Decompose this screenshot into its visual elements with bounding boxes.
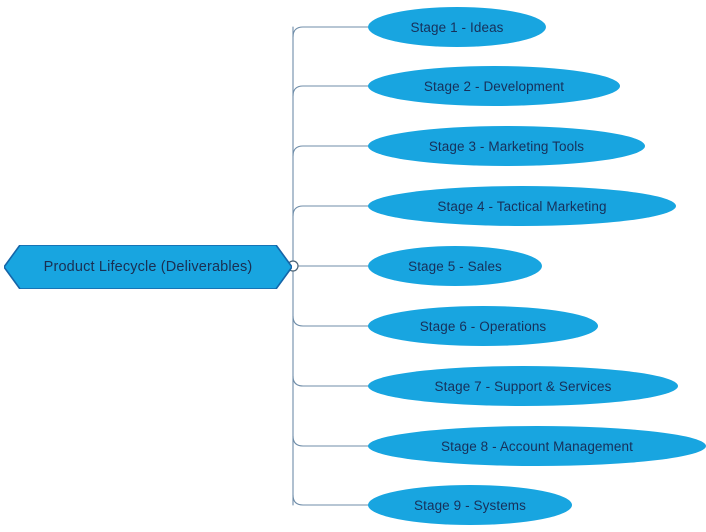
hexagon-shape bbox=[4, 245, 292, 289]
stage-node-9[interactable]: Stage 9 - Systems bbox=[368, 485, 572, 525]
stage-node-2[interactable]: Stage 2 - Development bbox=[368, 66, 620, 106]
stage-node-label: Stage 2 - Development bbox=[423, 78, 565, 94]
stage-node-label: Stage 7 - Support & Services bbox=[434, 378, 612, 394]
stage-node-label: Stage 3 - Marketing Tools bbox=[428, 138, 585, 154]
stage-node-5[interactable]: Stage 5 - Sales bbox=[368, 246, 542, 286]
stage-node-label: Stage 8 - Account Management bbox=[441, 438, 633, 454]
stage-node-label: Stage 5 - Sales bbox=[408, 258, 502, 274]
stage-node-1[interactable]: Stage 1 - Ideas bbox=[368, 7, 546, 47]
stage-node-7[interactable]: Stage 7 - Support & Services bbox=[368, 366, 678, 406]
stage-node-label: Stage 4 - Tactical Marketing bbox=[437, 198, 607, 214]
root-node-product-lifecycle[interactable]: Product Lifecycle (Deliverables) bbox=[4, 245, 292, 289]
stage-node-4[interactable]: Stage 4 - Tactical Marketing bbox=[368, 186, 676, 226]
root-node-label: Product Lifecycle (Deliverables) bbox=[43, 259, 253, 275]
stage-node-label: Stage 9 - Systems bbox=[414, 497, 526, 513]
stage-node-label: Stage 6 - Operations bbox=[419, 318, 547, 334]
stage-node-8[interactable]: Stage 8 - Account Management bbox=[368, 426, 706, 466]
stage-node-label: Stage 1 - Ideas bbox=[410, 19, 504, 35]
stage-node-6[interactable]: Stage 6 - Operations bbox=[368, 306, 598, 346]
stage-node-3[interactable]: Stage 3 - Marketing Tools bbox=[368, 126, 645, 166]
